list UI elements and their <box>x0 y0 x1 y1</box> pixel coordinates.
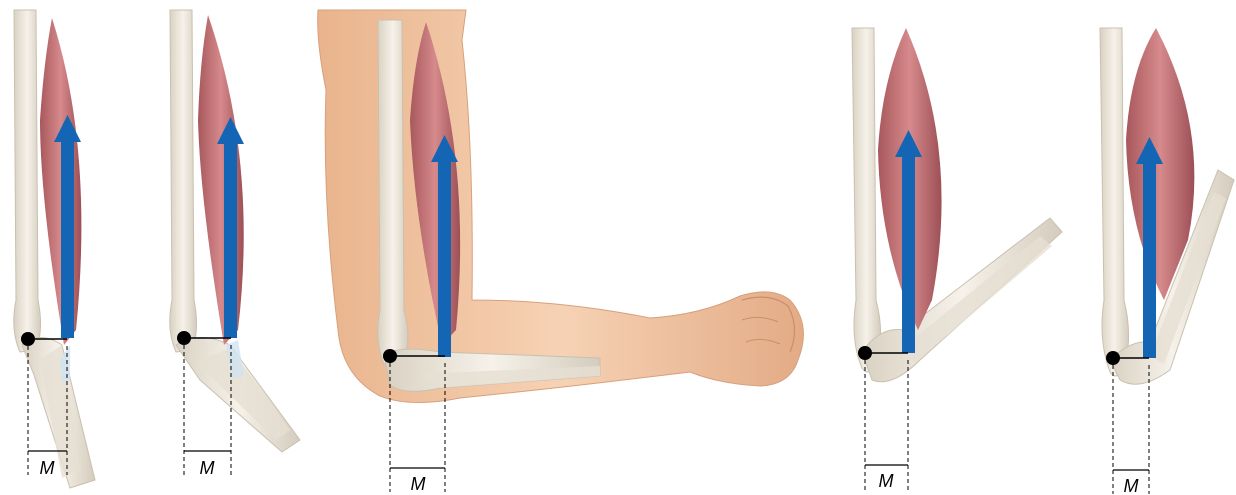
moment-arm-label: M <box>1124 476 1139 495</box>
panel-2: M <box>170 10 300 478</box>
biceps-muscle <box>198 15 244 378</box>
humerus-bone <box>170 10 197 352</box>
pivot-dot-icon <box>21 332 35 346</box>
moment-arm-label: M <box>411 474 426 494</box>
panel-5: M <box>1100 28 1234 495</box>
forearm-bones <box>22 338 95 489</box>
humerus-bone <box>14 10 41 352</box>
pivot-dot-icon <box>1106 351 1120 365</box>
panel-3: M <box>318 10 804 494</box>
biceps-muscle <box>40 18 81 382</box>
moment-arm-label: M <box>879 471 894 491</box>
moment-arm-label: M <box>40 458 55 478</box>
pivot-dot-icon <box>383 349 397 363</box>
moment-arm-label: M <box>200 458 215 478</box>
humerus-bone <box>1100 28 1129 376</box>
humerus-bone <box>852 28 881 372</box>
panel-4: M <box>852 28 1062 491</box>
pivot-dot-icon <box>858 346 872 360</box>
panel-1: M <box>14 10 95 488</box>
pivot-dot-icon <box>177 331 191 345</box>
